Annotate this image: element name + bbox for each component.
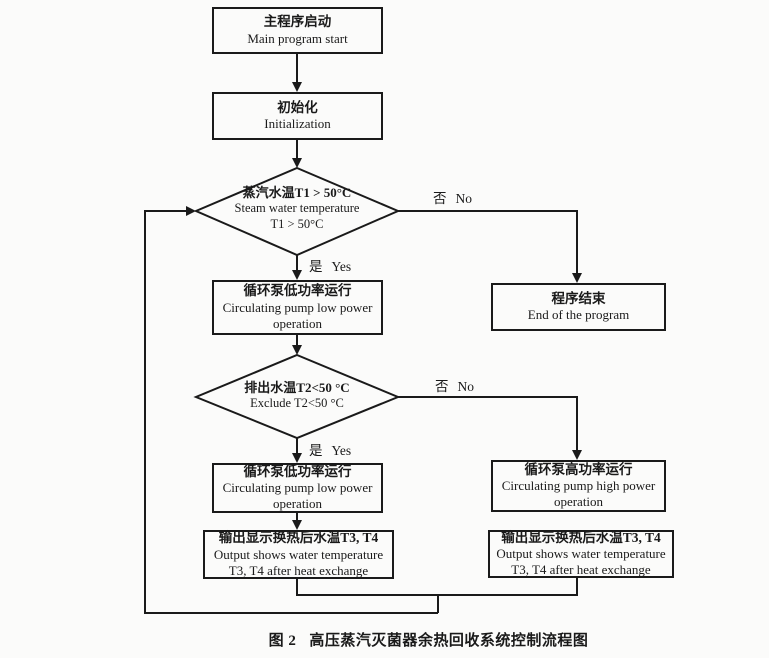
decision1-zh: 蒸汽水温T1 > 50°C	[242, 185, 352, 200]
node-main-program-start-en: Main program start	[247, 30, 348, 46]
decision1-en-line1: Steam water temperature	[234, 201, 360, 216]
figure-caption-text: 高压蒸汽灭菌器余热回收系统控制流程图	[309, 633, 589, 649]
arrowhead-into-decision2	[292, 345, 302, 355]
figure-caption: 图 2 高压蒸汽灭菌器余热回收系统控制流程图	[88, 629, 769, 650]
branch-label-yes-2: 是 Yes	[309, 439, 351, 459]
node-initialization-zh: 初始化	[277, 99, 318, 115]
decision1-en-line2: T1 > 50°C	[270, 216, 324, 231]
decision2-zh: 排出水温T2<50 °C	[244, 380, 350, 395]
output-right-en: Output shows water temperature T3, T4 af…	[496, 546, 666, 578]
pump-low-2-zh: 循环泵低功率运行	[243, 463, 352, 479]
arrowhead-into-endprogram	[572, 273, 582, 283]
node-decision-exclude-temp: 排出水温T2<50 °C Exclude T2<50 °C	[197, 380, 397, 412]
arrowhead-into-pumplow2	[292, 453, 302, 463]
output-right-zh: 输出显示换热后水温T3, T4	[501, 529, 661, 545]
node-pump-low-power-2: 循环泵低功率运行 Circulating pump low power oper…	[212, 463, 383, 513]
pump-high-en: Circulating pump high power operation	[501, 478, 656, 510]
branch-no1-en: No	[455, 191, 473, 206]
node-end-program: 程序结束 End of the program	[491, 283, 666, 331]
node-output-temp-left: 输出显示换热后水温T3, T4 Output shows water tempe…	[203, 530, 394, 579]
node-pump-high-power: 循环泵高功率运行 Circulating pump high power ope…	[491, 460, 666, 512]
arrowhead-into-pumphigh	[572, 450, 582, 460]
decision2-en: Exclude T2<50 °C	[250, 396, 344, 411]
pump-low-1-en: Circulating pump low power operation	[222, 299, 373, 331]
end-program-zh: 程序结束	[551, 290, 606, 306]
branch-label-no-2: 否 No	[435, 375, 474, 395]
branch-yes1-zh: 是	[309, 259, 323, 274]
connector-decision2-no	[398, 396, 578, 452]
node-pump-low-power-1: 循环泵低功率运行 Circulating pump low power oper…	[212, 280, 383, 335]
output-left-zh: 输出显示换热后水温T3, T4	[218, 530, 379, 546]
branch-yes2-en: Yes	[331, 443, 352, 458]
arrowhead-feedback-into-decision1	[186, 206, 196, 216]
branch-no1-zh: 否	[433, 191, 447, 206]
end-program-en: End of the program	[527, 307, 630, 323]
pump-low-2-en: Circulating pump low power operation	[222, 480, 373, 512]
branch-no2-en: No	[457, 379, 475, 394]
arrowhead-into-decision1	[292, 158, 302, 168]
pump-low-1-zh: 循环泵低功率运行	[243, 283, 352, 299]
decision2-diamond-shape	[193, 353, 401, 440]
branch-label-no-1: 否 No	[433, 187, 472, 207]
arrowhead-into-pumplow1	[292, 270, 302, 280]
pump-high-zh: 循环泵高功率运行	[524, 461, 633, 477]
connector-merge-feedback-loop	[144, 210, 578, 614]
arrowhead-into-init	[292, 82, 302, 92]
branch-yes2-zh: 是	[309, 443, 323, 458]
node-initialization: 初始化 Initialization	[212, 92, 383, 140]
node-output-temp-right: 输出显示换热后水温T3, T4 Output shows water tempe…	[488, 530, 674, 578]
branch-no2-zh: 否	[435, 379, 449, 394]
branch-label-yes-1: 是 Yes	[309, 255, 351, 275]
node-initialization-en: Initialization	[264, 116, 331, 132]
node-main-program-start-zh: 主程序启动	[263, 14, 332, 30]
figure-caption-number: 图 2	[268, 633, 297, 649]
node-main-program-start: 主程序启动 Main program start	[212, 7, 383, 54]
decision1-diamond-shape	[193, 166, 401, 257]
branch-yes1-en: Yes	[331, 259, 352, 274]
connector-decision1-no	[398, 210, 578, 275]
output-left-en: Output shows water temperature T3, T4 af…	[213, 546, 384, 578]
arrowhead-into-outputleft	[292, 520, 302, 530]
node-decision-steam-temp: 蒸汽水温T1 > 50°C Steam water temperature T1…	[197, 185, 397, 233]
